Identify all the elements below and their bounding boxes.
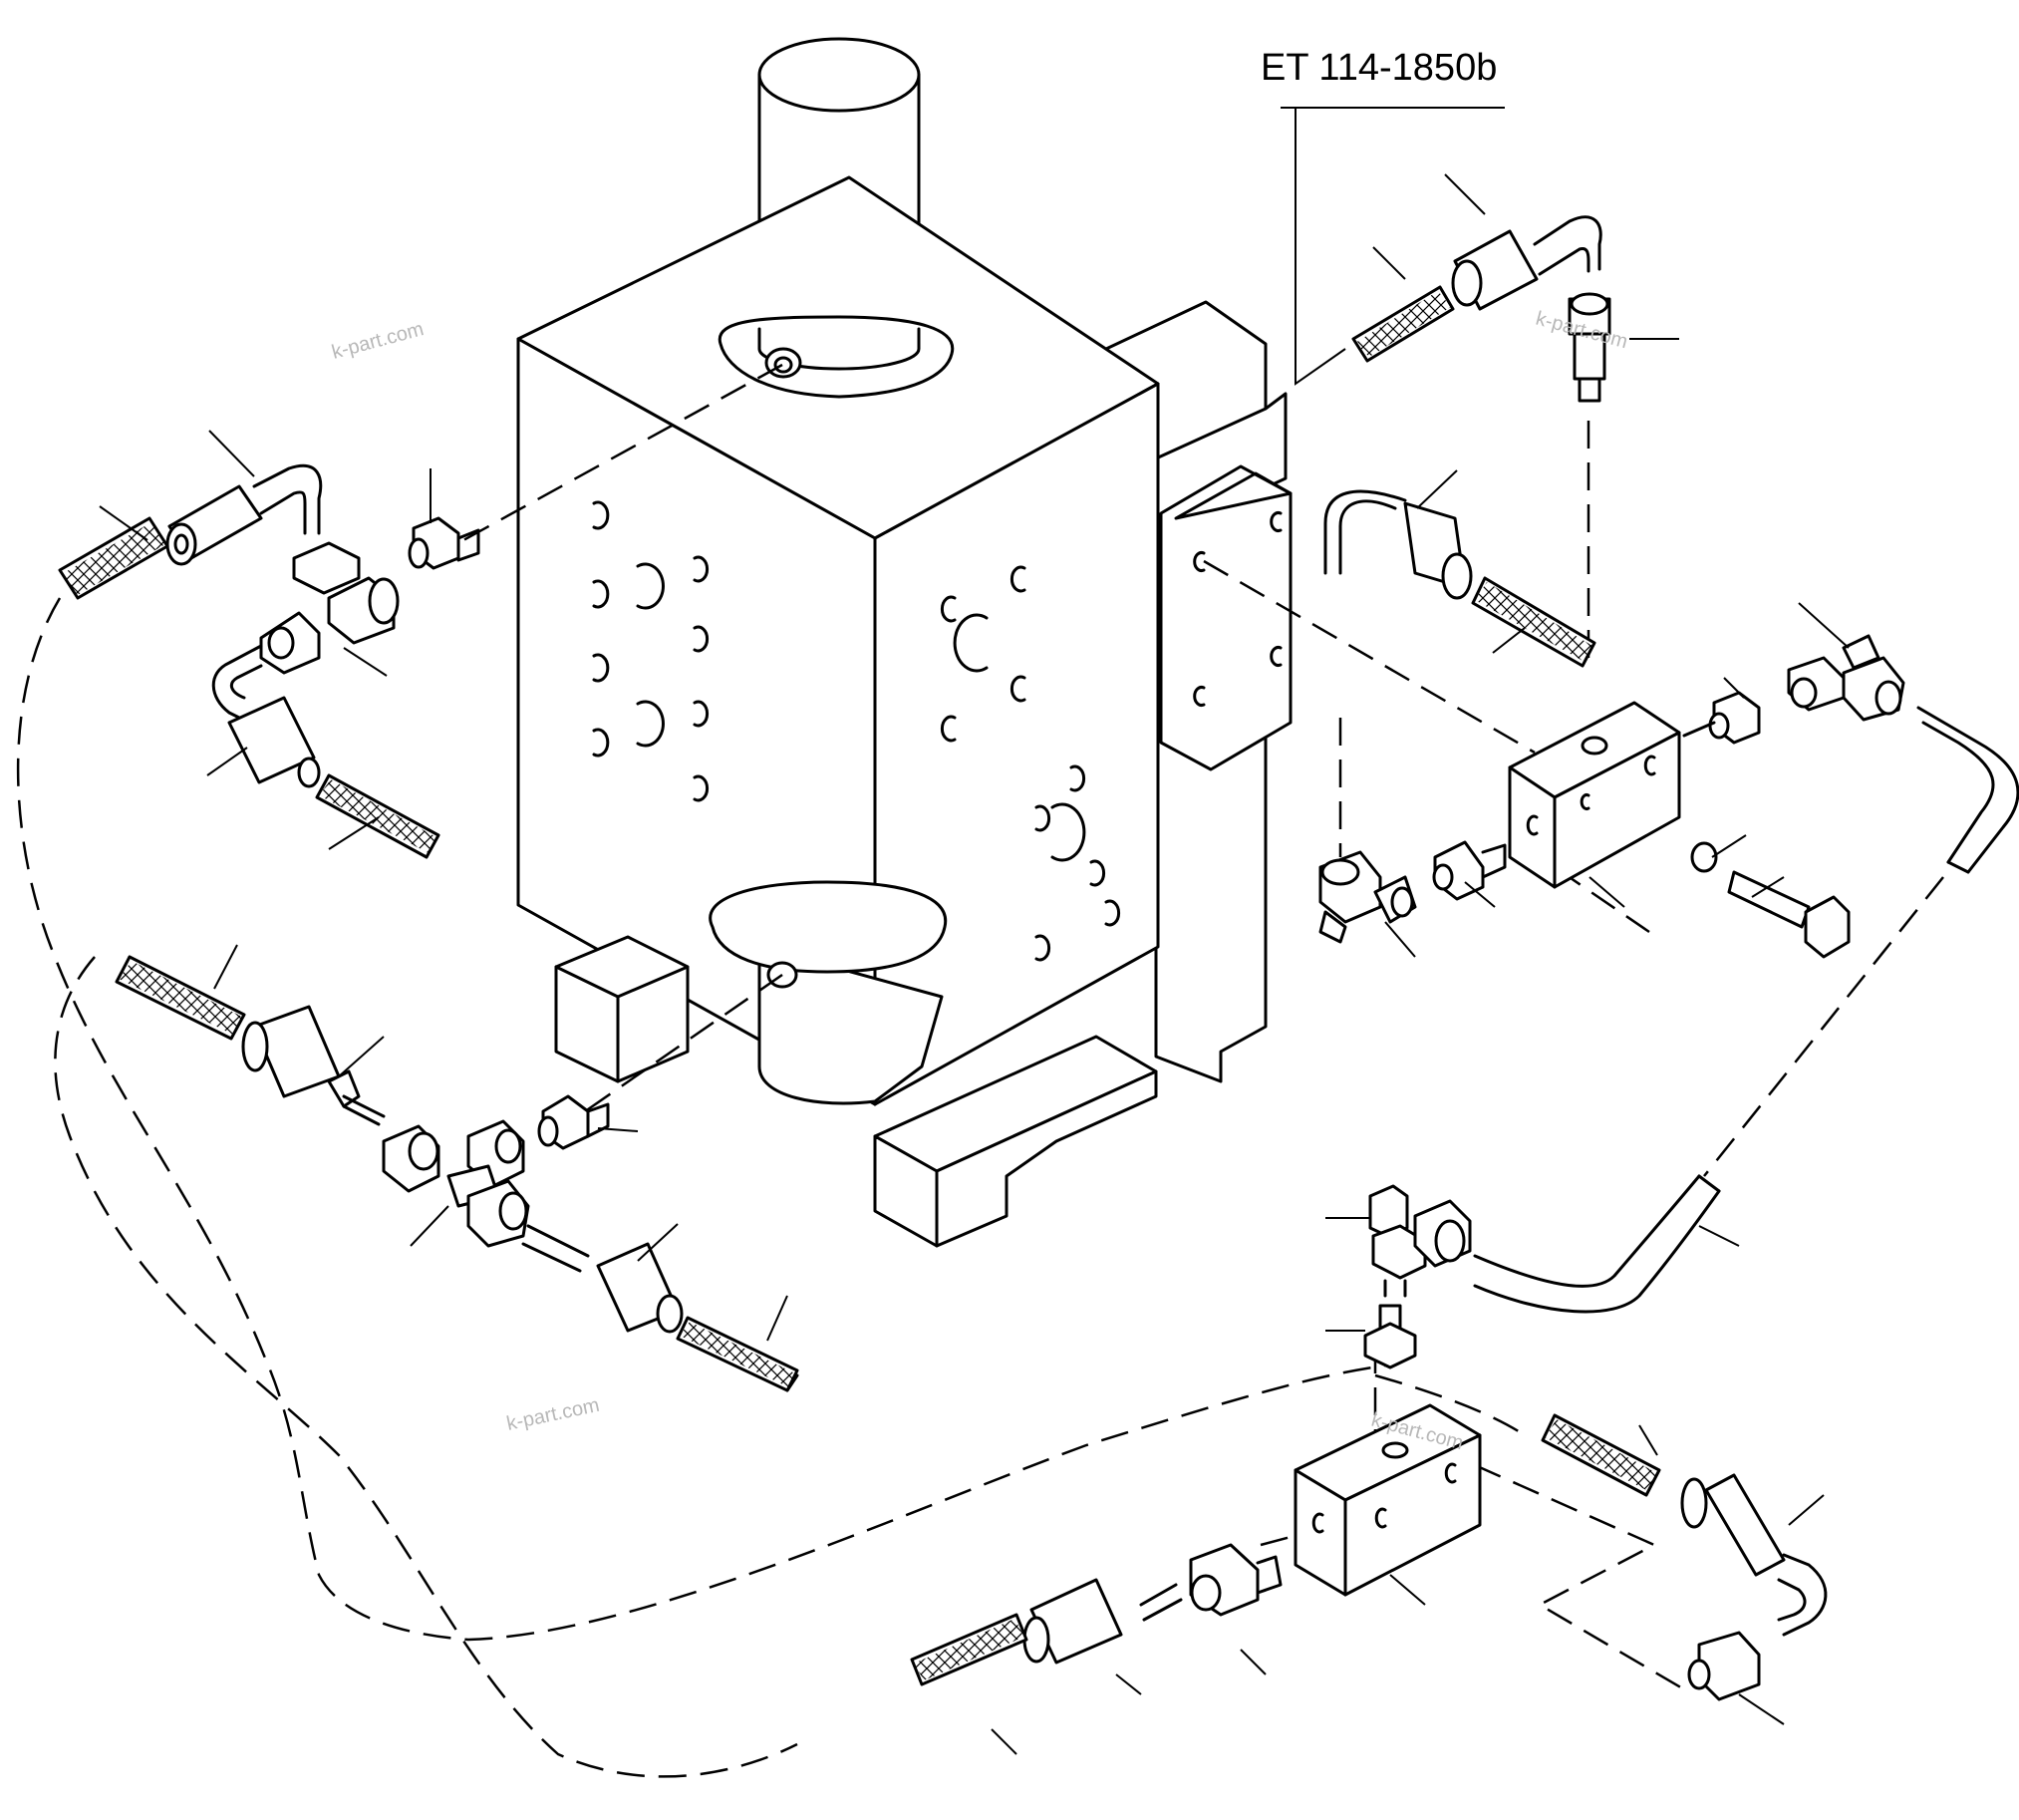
fitting-group-top-right <box>1281 107 1679 403</box>
reference-label: ET 114-1850b <box>1261 47 1497 89</box>
dashed-connection-lines <box>16 363 1944 1778</box>
fitting-group-lower-right <box>1294 1174 1828 1725</box>
watermark: k-part.com <box>504 1394 601 1435</box>
watermark: k-part.com <box>330 318 427 364</box>
fitting-group-top-left <box>58 430 480 859</box>
fitting-group-right-middle <box>1318 469 2019 959</box>
fitting-group-lower-left <box>115 944 799 1392</box>
fitting-group-bottom-center <box>910 1543 1283 1755</box>
port-holes-left-face <box>592 500 710 802</box>
port-holes-right-face <box>940 565 1121 962</box>
valve-block-assembly <box>516 37 1293 1248</box>
